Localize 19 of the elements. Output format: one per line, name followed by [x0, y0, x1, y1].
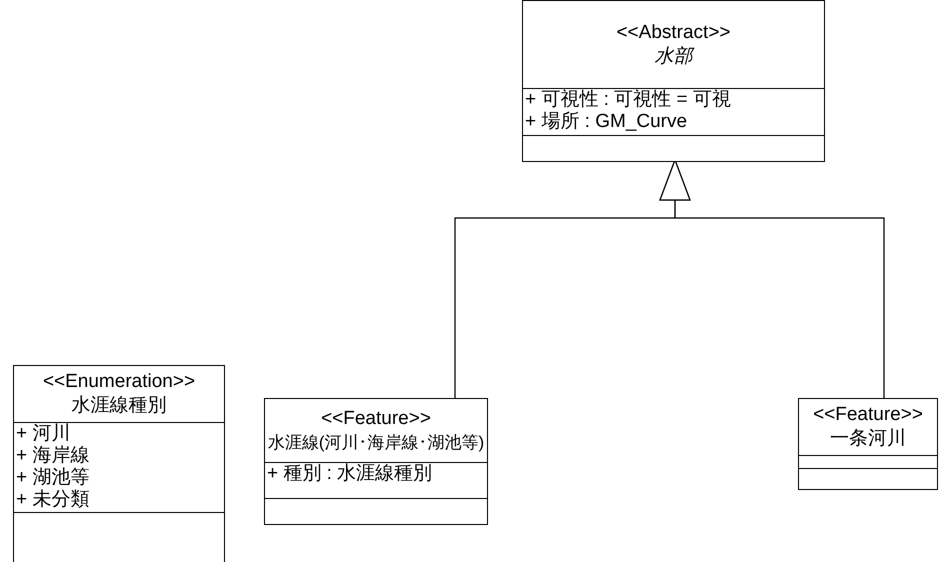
stereotype-label: <<Enumeration>>	[42, 370, 196, 394]
attribute-text: + 河川	[16, 423, 70, 445]
class-name: 水涯線種別	[72, 394, 166, 418]
attribute-text: + 場所 : GM_Curve	[525, 111, 688, 133]
stereotype-label: <<Abstract>>	[616, 20, 731, 44]
attribute-text: + 未分類	[16, 489, 90, 511]
attribute-text: + 可視性 : 可視性 = 可視	[525, 89, 731, 111]
attribute-text: + 海岸線	[16, 445, 90, 467]
class-name: 一条河川	[830, 427, 906, 451]
class-box	[13, 365, 225, 562]
class-name: 水涯線(河川･海岸線･湖池等)	[268, 432, 484, 454]
attribute-text: + 種別 : 水涯線種別	[267, 463, 432, 485]
stereotype-label: <<Feature>>	[321, 406, 431, 430]
stereotype-label: <<Feature>>	[813, 403, 923, 427]
class-box	[522, 0, 825, 162]
class-name: 水部	[654, 44, 692, 68]
class-box	[264, 398, 488, 525]
class-box	[798, 398, 938, 490]
attribute-text: + 湖池等	[16, 467, 90, 489]
